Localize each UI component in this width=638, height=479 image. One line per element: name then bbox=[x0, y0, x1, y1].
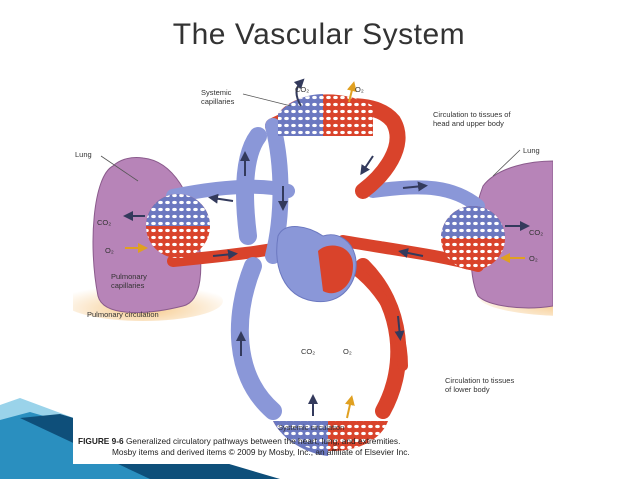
label-co2-right: CO₂ bbox=[529, 228, 544, 237]
label-o2-bottom: O₂ bbox=[343, 347, 352, 356]
label-co2-left: CO₂ bbox=[97, 218, 112, 227]
label-systemic-capillaries: Systemic capillaries bbox=[201, 88, 235, 106]
label-o2-top: O₂ bbox=[355, 85, 364, 94]
flow-arrows bbox=[208, 151, 428, 356]
figure-number: FIGURE 9-6 bbox=[78, 436, 124, 446]
label-lung-left: Lung bbox=[75, 150, 92, 159]
capillary-left bbox=[146, 194, 210, 258]
label-lung-right: Lung bbox=[523, 146, 540, 155]
label-co2-top: CO₂ bbox=[295, 85, 310, 94]
figure-caption-text: Generalized circulatory pathways between… bbox=[125, 436, 401, 446]
capillary-bottom bbox=[273, 421, 388, 456]
capillary-top bbox=[278, 94, 373, 136]
label-pulmonary-capillaries: Pulmonary capillaries bbox=[111, 272, 147, 290]
figure-caption: FIGURE 9-6 Generalized circulatory pathw… bbox=[78, 436, 538, 458]
label-head-circulation: Circulation to tissues of head and upper… bbox=[433, 110, 511, 128]
figure-credit: Mosby items and derived items © 2009 by … bbox=[112, 447, 410, 457]
heart bbox=[276, 226, 357, 303]
label-co2-bottom: CO₂ bbox=[301, 347, 316, 356]
right-lung bbox=[470, 160, 553, 316]
circulation-figure: Systemic capillaries CO₂ O₂ Circulation … bbox=[73, 66, 553, 464]
leader-lines bbox=[100, 93, 521, 182]
label-pulmonary-circulation: Pulmonary circulation bbox=[87, 310, 159, 319]
slide-title: The Vascular System bbox=[172, 18, 466, 51]
circulation-diagram bbox=[73, 78, 553, 456]
gas-arrows bbox=[123, 78, 530, 419]
label-o2-right: O₂ bbox=[529, 254, 538, 263]
capillary-right bbox=[441, 206, 505, 270]
label-systemic-circulation: Systemic circulation bbox=[278, 423, 345, 432]
label-lower-circulation: Circulation to tissues of lower body bbox=[445, 376, 515, 394]
label-o2-left: O₂ bbox=[105, 246, 114, 255]
